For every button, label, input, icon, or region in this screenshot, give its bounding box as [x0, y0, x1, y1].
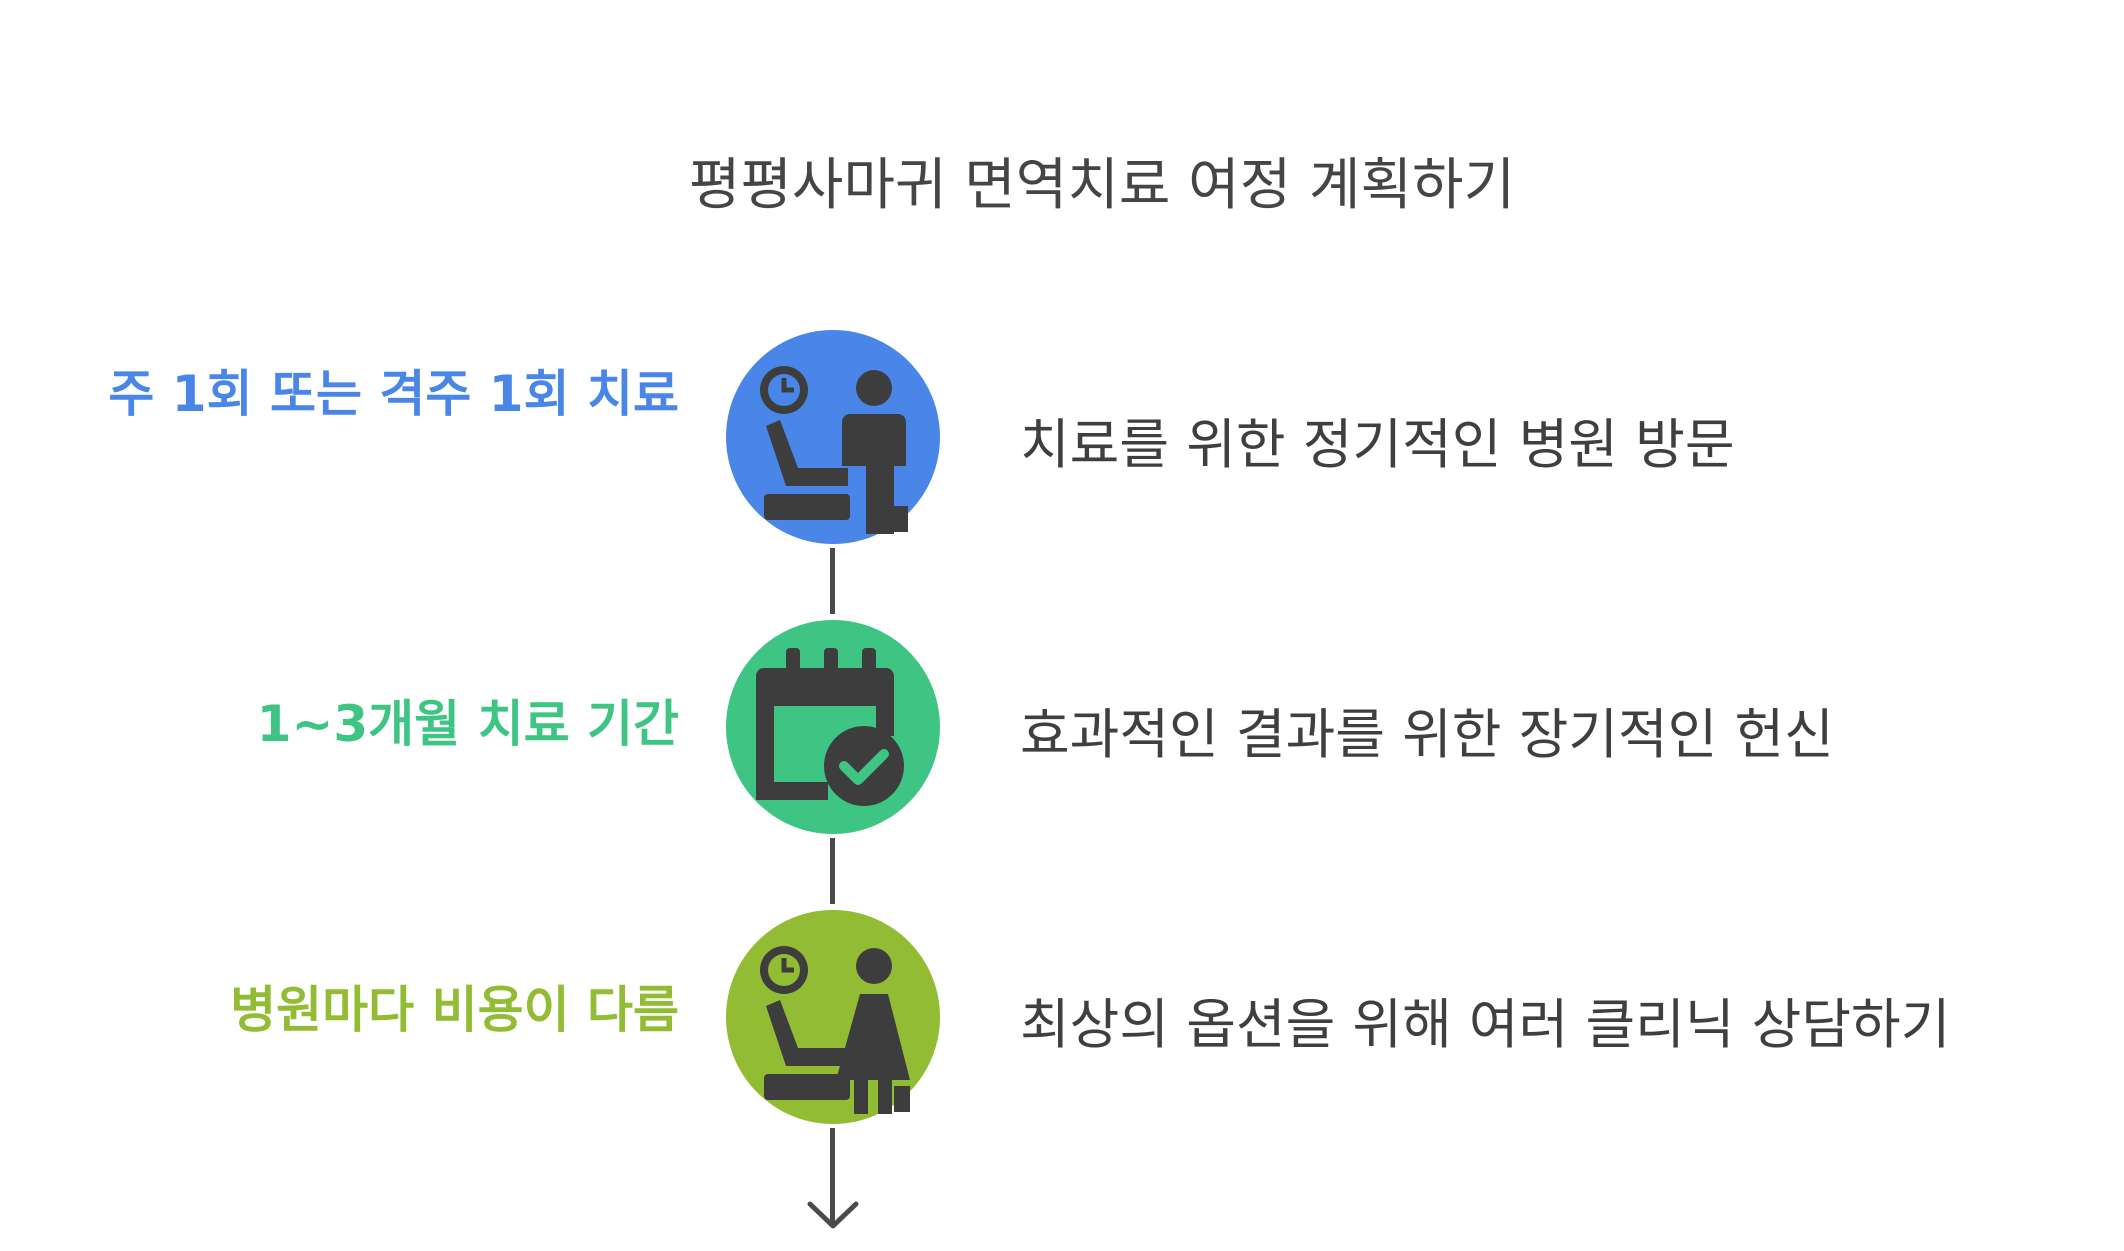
connector-2-3: [830, 838, 835, 904]
connector-1-2: [830, 548, 835, 614]
step-2-description: 효과적인 결과를 위한 장기적인 헌신: [1020, 703, 1834, 766]
step-3-label: 병원마다 비용이 다름: [230, 981, 679, 1039]
diagram-title: 평평사마귀 면역치료 여정 계획하기: [688, 153, 1516, 218]
step-3-node: [726, 910, 940, 1124]
connector-end: [830, 1128, 835, 1224]
step-1-label: 주 1회 또는 격주 1회 치료: [108, 365, 679, 423]
step-2-label: 1~3개월 치료 기간: [256, 695, 679, 753]
clinic-consultation-icon: [760, 946, 910, 1114]
calendar-check-icon: [756, 648, 904, 806]
step-3-description: 최상의 옵션을 위해 여러 클리닉 상담하기: [1020, 993, 1951, 1056]
step-1-description: 치료를 위한 정기적인 병원 방문: [1020, 413, 1735, 476]
waiting-room-icon: [760, 366, 908, 534]
step-1-node: [726, 330, 940, 544]
step-2-node: [726, 620, 940, 834]
arrow-down-icon: [807, 1201, 859, 1229]
